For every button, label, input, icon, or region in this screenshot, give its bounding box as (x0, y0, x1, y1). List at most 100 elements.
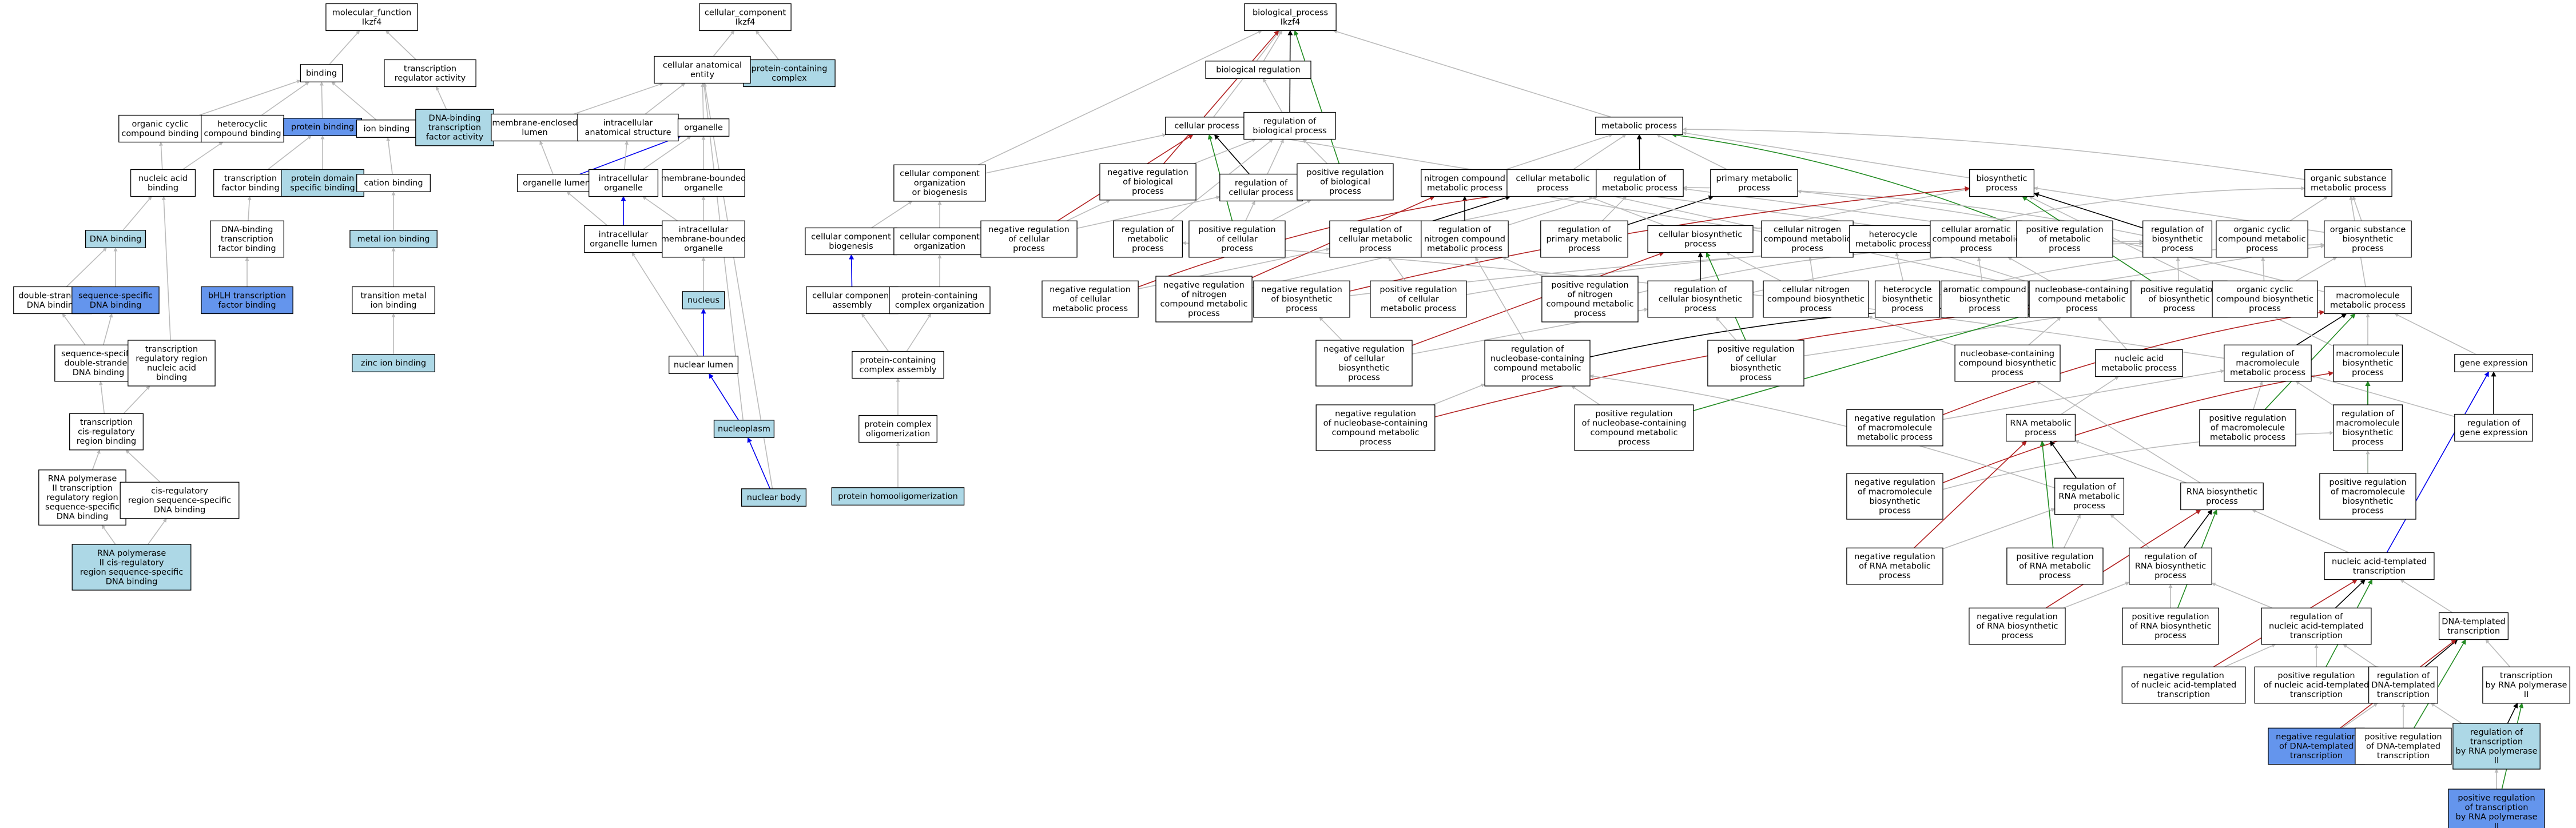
go-term-node[interactable]: organelle (677, 118, 730, 137)
go-term-node[interactable]: cellular process (1165, 117, 1249, 135)
go-term-node[interactable]: cation binding (356, 174, 431, 192)
go-term-node[interactable]: zinc ion binding (352, 354, 435, 372)
go-term-node[interactable]: nucleus (682, 291, 725, 309)
go-term-node[interactable]: metabolic process (1595, 117, 1683, 135)
go-term-node[interactable]: DNA binding (85, 230, 146, 248)
go-term-node[interactable]: ion binding (356, 120, 418, 138)
go-term-node[interactable]: binding (300, 64, 343, 82)
go-term-node[interactable]: nucleoplasm (713, 420, 775, 438)
go-term-node[interactable]: nuclear body (741, 488, 807, 507)
go-term-node[interactable]: biological regulation (1205, 61, 1311, 79)
go-term-node[interactable]: protein homooligomerization (831, 487, 965, 505)
go-term-node[interactable]: gene expression (2454, 354, 2533, 372)
go-term-node[interactable]: nuclear lumen (669, 356, 739, 374)
